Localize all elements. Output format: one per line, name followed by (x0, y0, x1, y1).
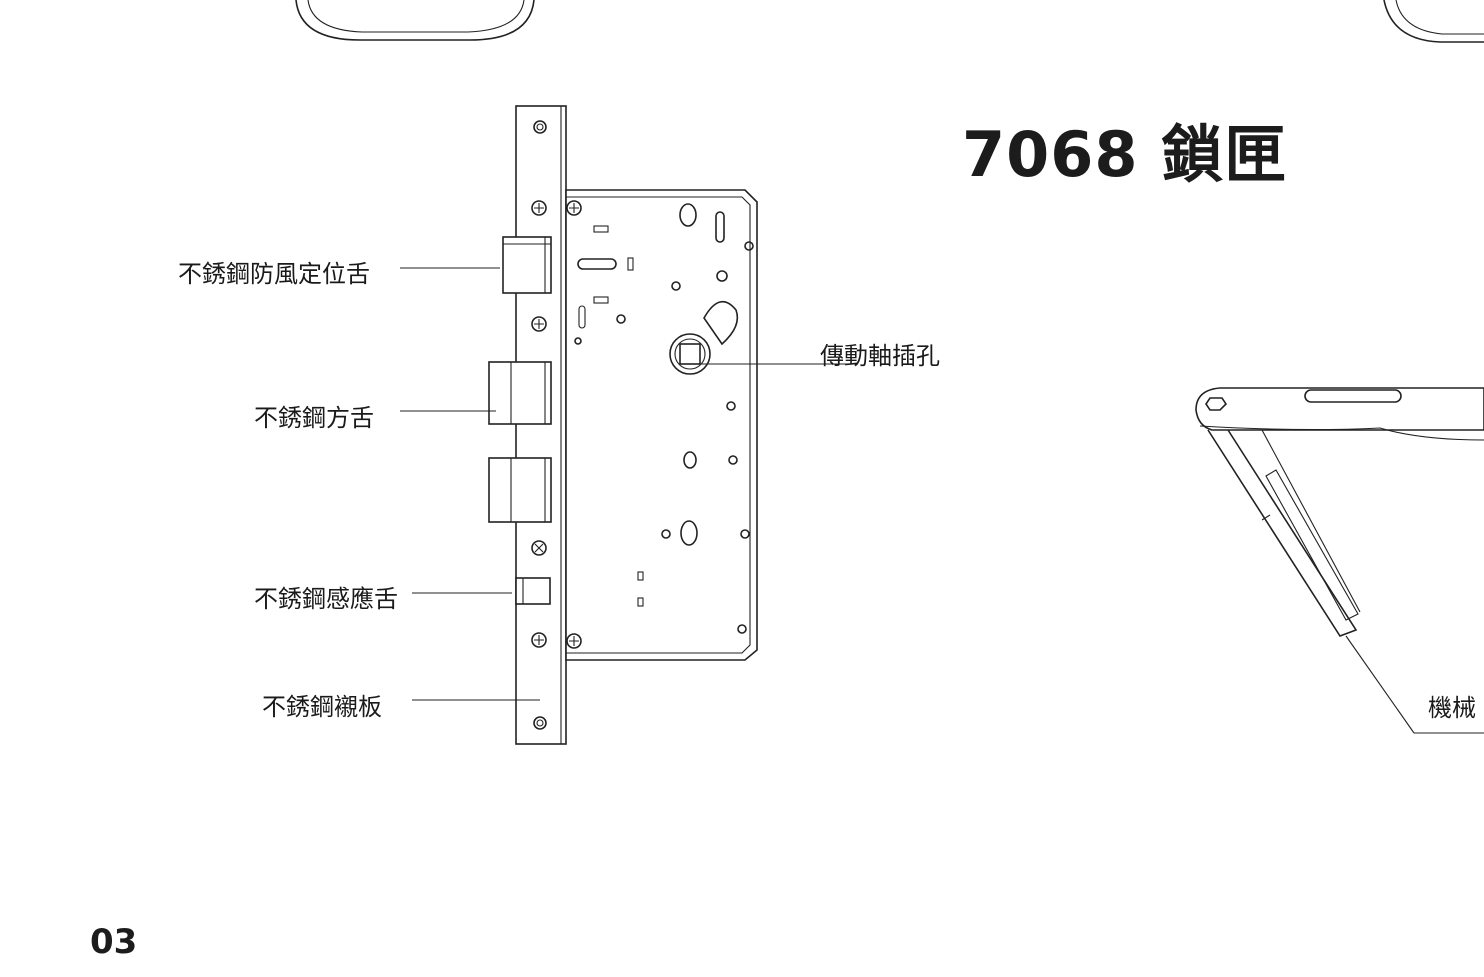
square-bolt-lower (488, 457, 552, 523)
top-left-partial-drawing (295, 0, 535, 41)
square-bolt-upper (488, 361, 552, 425)
label-square-bolt: 不銹鋼方舌 (254, 404, 374, 432)
anti-wind-latch (502, 236, 552, 294)
label-faceplate: 不銹鋼襯板 (262, 693, 382, 721)
sensor-latch (515, 577, 551, 605)
label-spindle-hole: 傳動軸插孔 (820, 342, 940, 370)
label-anti-wind-latch: 不銹鋼防風定位舌 (178, 260, 370, 288)
lock-body (565, 189, 758, 661)
label-sensor-latch: 不銹鋼感應舌 (254, 585, 398, 613)
page-number: 03 (90, 922, 138, 962)
faceplate (515, 105, 567, 745)
page-title: 7068 鎖匣 (962, 118, 1288, 191)
label-mechanical-key: 機械 (1428, 694, 1476, 722)
top-right-partial-drawing (1383, 0, 1484, 43)
handle-partial-drawing (1195, 387, 1484, 734)
